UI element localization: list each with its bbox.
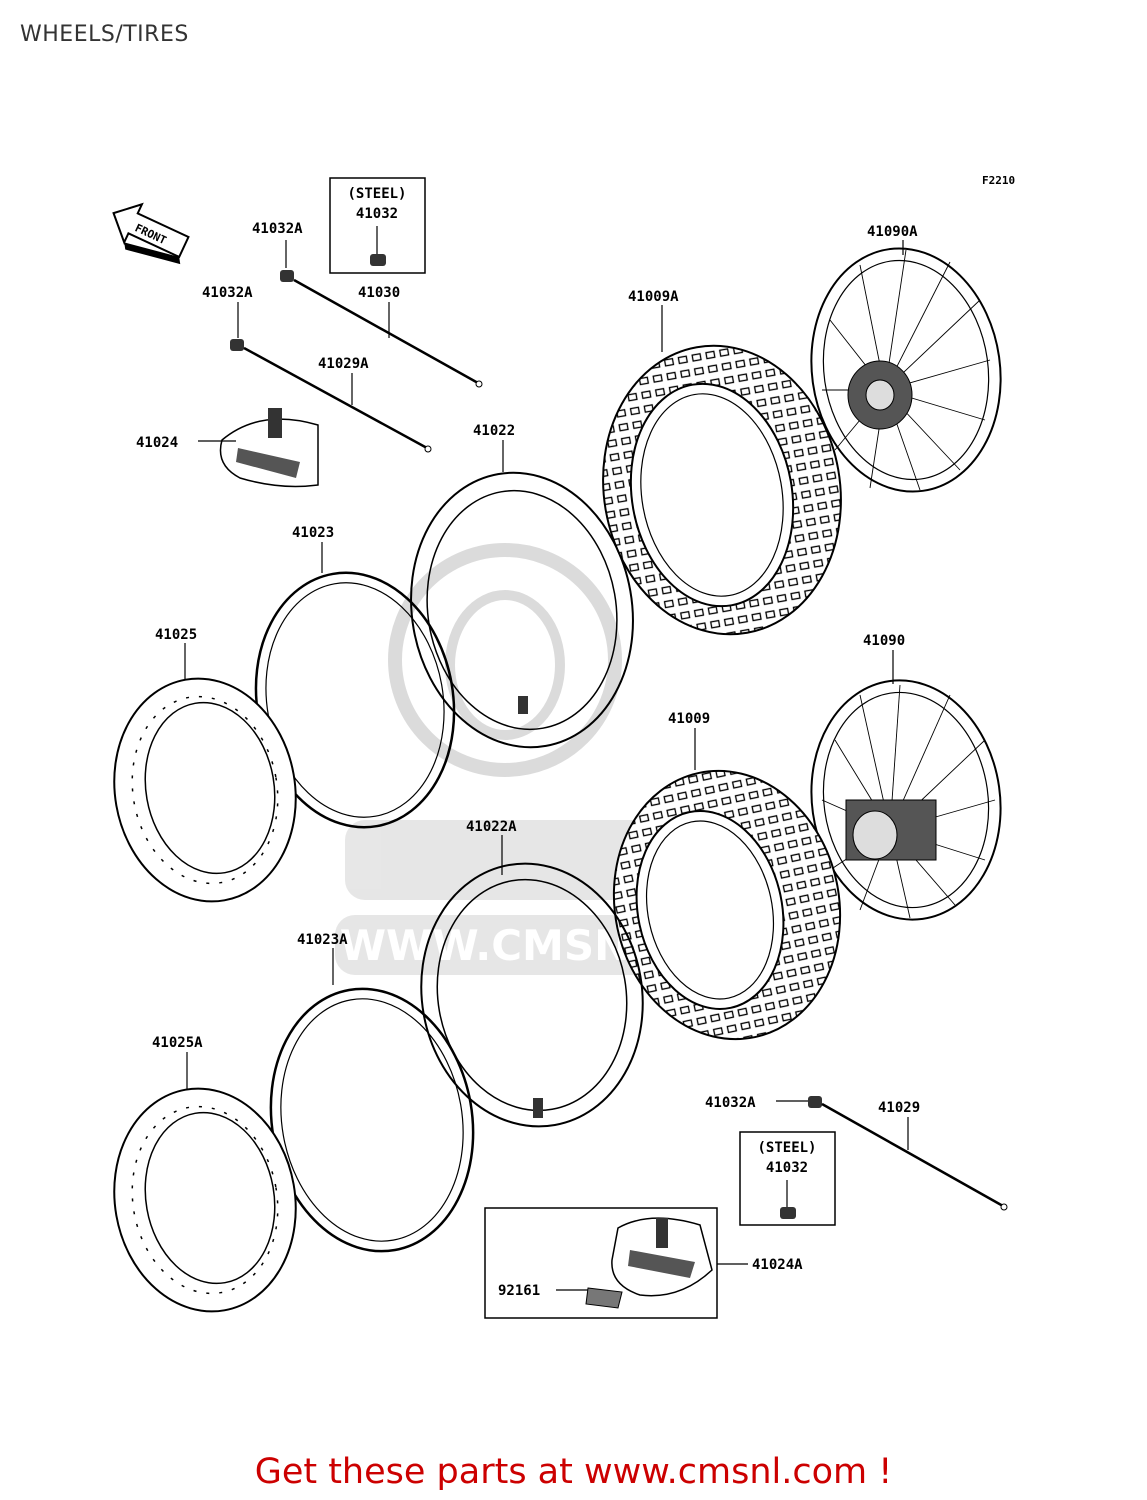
rim-41025	[113, 677, 297, 903]
rim-band-41024	[219, 408, 319, 488]
part-label-41090A: 41090A	[867, 224, 918, 240]
steel-box-bottom: (STEEL) 41032	[739, 1131, 836, 1226]
part-label-41029A: 41029A	[318, 356, 369, 372]
spoke-41029	[808, 1096, 1008, 1211]
part-label-41022: 41022	[473, 423, 515, 439]
steel-label-top: (STEEL)	[347, 186, 406, 202]
part-label-41090: 41090	[863, 633, 905, 649]
leader-lines	[184, 240, 909, 1291]
part-label-41032A-bottom: 41032A	[705, 1095, 756, 1111]
rim-41025A	[113, 1087, 297, 1313]
front-arrow-icon: FRONT	[112, 202, 190, 265]
steel-box-top: (STEEL) 41032	[329, 177, 426, 274]
part-label-41023A: 41023A	[297, 932, 348, 948]
part-label-41032A-top: 41032A	[252, 221, 303, 237]
wheel-41090	[810, 679, 1002, 921]
tire-41009	[612, 769, 842, 1041]
part-label-92161: 92161	[498, 1283, 540, 1299]
part-label-41032A-mid: 41032A	[202, 285, 253, 301]
part-label-41025A: 41025A	[152, 1035, 203, 1051]
spoke-nipple-icon	[370, 254, 386, 266]
part-label-41024A: 41024A	[752, 1257, 803, 1273]
spoke-41030	[280, 270, 483, 388]
part-label-41022A: 41022A	[466, 819, 517, 835]
part-label-41023: 41023	[292, 525, 334, 541]
parts-diagram: WWW.CMSNL.COM FRONT F2210 (STEEL) 41032	[112, 174, 1015, 1319]
part-label-41032-bottom: 41032	[766, 1160, 808, 1176]
part-label-41009A: 41009A	[628, 289, 679, 305]
part-label-41024: 41024	[136, 435, 178, 451]
part-label-41030: 41030	[358, 285, 400, 301]
cta-link[interactable]: Get these parts at www.cmsnl.com !	[254, 1452, 893, 1492]
part-label-41009: 41009	[668, 711, 710, 727]
part-label-41029: 41029	[878, 1100, 920, 1116]
rim-strip-box-41024A	[484, 1207, 718, 1319]
part-label-41025: 41025	[155, 627, 197, 643]
spoke-41029A	[230, 339, 432, 453]
steel-label-bottom: (STEEL)	[757, 1140, 816, 1156]
tire-41009A	[602, 344, 842, 636]
part-labels: 41032A 41030 41032A 41029A 41024 41022 4…	[136, 221, 920, 1299]
wheel-41090A	[810, 247, 1002, 493]
figure-code: F2210	[982, 174, 1015, 187]
part-label-41032-top: 41032	[356, 206, 398, 222]
page-title: WHEELS/TIRES	[20, 22, 189, 47]
